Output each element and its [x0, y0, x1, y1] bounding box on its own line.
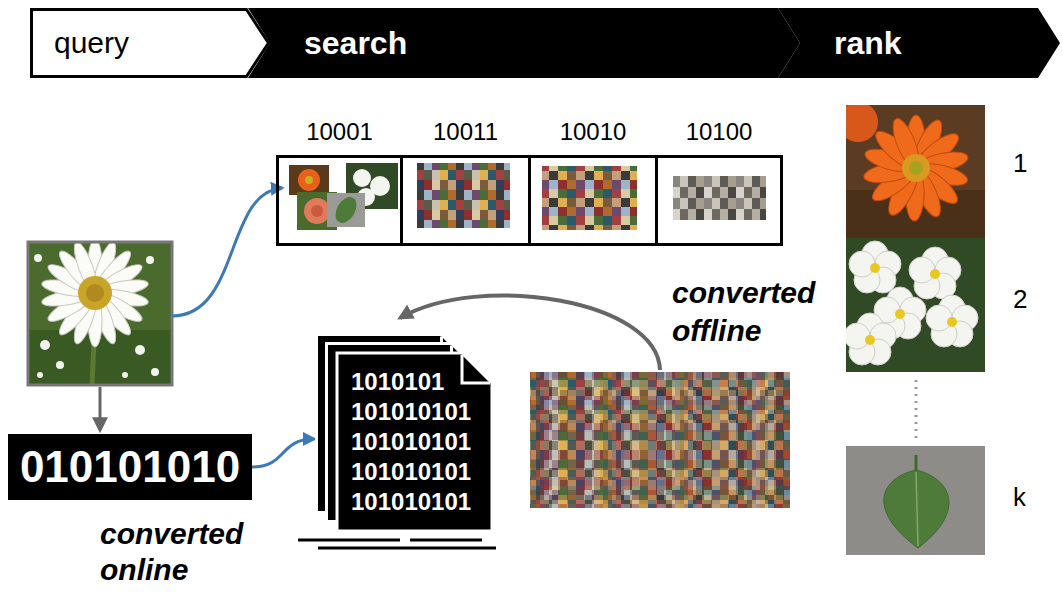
- illustration-part: [298, 169, 320, 191]
- stage-label: rank: [834, 25, 902, 62]
- hash-bucket: 10010: [528, 155, 658, 246]
- stage-chevron: rank: [778, 8, 1060, 78]
- illustration-part: [909, 161, 923, 175]
- illustration-part: [846, 105, 985, 238]
- hash-bucket: 10011: [400, 155, 531, 246]
- illustration-part: [915, 455, 918, 472]
- illustration-part: [40, 340, 50, 350]
- illustration-part: [916, 472, 918, 546]
- illustration-part: [417, 163, 510, 228]
- illustration-part: [410, 539, 482, 542]
- stage-label: search: [304, 25, 407, 62]
- binary-document-stack: 1010101101010101101010101101010101101010…: [315, 333, 495, 533]
- annotation: converted online: [100, 516, 278, 588]
- illustration-part: [151, 368, 159, 376]
- illustration-part: [305, 176, 313, 184]
- hash-code: 10011: [433, 118, 498, 146]
- hash-code: 10001: [306, 118, 373, 146]
- binary-code-box: 010101010: [8, 434, 252, 500]
- illustration-part: [673, 176, 766, 220]
- ellipsis-dots: [915, 380, 918, 440]
- illustration-part: [846, 105, 878, 142]
- binary-line: 101010101: [351, 487, 471, 517]
- query-image: [28, 239, 172, 385]
- binary-line: 101010101: [351, 427, 471, 457]
- illustration-part: [289, 165, 329, 195]
- binary-line: 1010101: [351, 367, 471, 397]
- stage-chevron: query: [30, 8, 270, 78]
- document-page: [337, 353, 492, 531]
- illustration-part: [86, 284, 104, 302]
- image-collage: [530, 372, 790, 508]
- chevron-outline: [778, 8, 1060, 78]
- illustration-part: [135, 345, 145, 355]
- query-hash-arrow: [172, 188, 282, 316]
- illustration-part: [146, 256, 154, 264]
- image-collage: [530, 372, 790, 508]
- rank-image-k: [846, 446, 985, 555]
- page-outline: [337, 353, 492, 531]
- illustration-part: [327, 193, 365, 227]
- document-base-lines: [298, 540, 496, 548]
- binary-code: 010101010: [20, 445, 240, 489]
- rank-number: k: [1013, 482, 1026, 513]
- hash-bucket: 10001: [276, 155, 403, 246]
- page-fold: [462, 355, 490, 383]
- binary-line: 101010101: [351, 397, 471, 427]
- chevron-shape: [778, 8, 1060, 78]
- illustration-part: [304, 198, 330, 224]
- chevron-outline: [248, 8, 800, 78]
- stage-label: query: [54, 26, 129, 60]
- illustration-part: [122, 372, 128, 378]
- illustration-part: [909, 247, 961, 299]
- illustration-part: [846, 446, 985, 555]
- rank-number: 1: [1013, 148, 1027, 179]
- illustration-part: [846, 241, 978, 365]
- illustration-part: [56, 361, 64, 369]
- chevron-outline: [32, 10, 269, 77]
- illustration-part: [318, 547, 496, 550]
- illustration-part: [41, 242, 150, 347]
- illustration-part: [34, 254, 42, 262]
- annotation: converted offline: [672, 274, 850, 350]
- illustration-part: [862, 115, 969, 221]
- illustration-part: [884, 470, 949, 548]
- document-text: 1010101101010101101010101101010101101010…: [351, 367, 471, 517]
- illustration-part: [846, 313, 896, 365]
- illustration-part: [311, 205, 323, 217]
- rank-number: 2: [1013, 284, 1027, 315]
- encode-arrow: [99, 387, 102, 430]
- hash-code: 10100: [686, 118, 753, 146]
- hash-bucket: 10100: [655, 155, 783, 246]
- illustration-part: [28, 242, 172, 385]
- connector-arrow: [252, 439, 314, 467]
- illustration-part: [298, 539, 400, 542]
- rank-image-1: [838, 102, 985, 238]
- illustration-part: [926, 295, 978, 347]
- illustration-part: [353, 169, 371, 187]
- illustration-part: [37, 372, 43, 378]
- hash-code: 10010: [560, 118, 627, 146]
- illustration-part: [331, 193, 361, 226]
- illustration-part: [902, 154, 930, 182]
- illustration-part: [849, 241, 901, 293]
- illustration-part: [28, 242, 172, 385]
- stage-chevron: search: [248, 8, 800, 78]
- illustration-part: [78, 276, 112, 310]
- rank-image-2: [844, 238, 985, 372]
- illustration-part: [542, 166, 637, 230]
- binary-line: 101010101: [351, 457, 471, 487]
